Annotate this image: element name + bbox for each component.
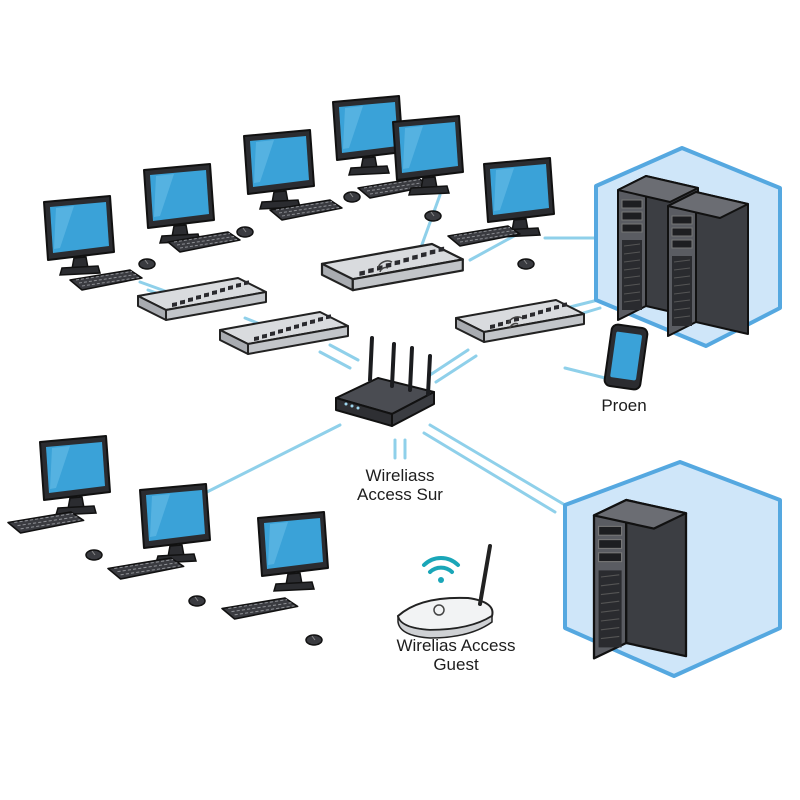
workstation-2 bbox=[143, 163, 254, 253]
mouse-icon bbox=[517, 258, 535, 270]
server-icon bbox=[592, 498, 688, 660]
switch-icon bbox=[455, 299, 585, 343]
keyboard-icon bbox=[221, 597, 299, 620]
keyboard-icon bbox=[7, 511, 85, 534]
monitor-icon bbox=[39, 435, 111, 516]
center-access-point-label: Wireliass Access Sur bbox=[357, 466, 443, 504]
monitor-icon bbox=[43, 195, 115, 276]
wifi-signal-icon bbox=[422, 555, 460, 583]
monitor-icon bbox=[257, 511, 329, 592]
server-cluster-bottom bbox=[563, 460, 782, 678]
mouse-icon bbox=[424, 210, 442, 222]
keyboard-icon bbox=[447, 225, 521, 247]
workstation-1 bbox=[43, 195, 156, 291]
wireless-ap-icon bbox=[396, 544, 494, 639]
workstation-8 bbox=[107, 483, 211, 607]
workstation-9 bbox=[221, 511, 329, 646]
switch-icon bbox=[219, 311, 349, 355]
workstation-6 bbox=[447, 157, 555, 270]
phone-label: Proen bbox=[601, 396, 647, 415]
keyboard-icon bbox=[107, 557, 185, 580]
mouse-icon bbox=[305, 634, 323, 646]
monitor-icon bbox=[143, 163, 215, 244]
switch-icon bbox=[137, 277, 267, 321]
guest-access-point-label: Wirelias Access Guest bbox=[396, 636, 516, 674]
mouse-icon bbox=[343, 191, 361, 203]
workstation-5 bbox=[392, 115, 464, 222]
mouse-icon bbox=[188, 595, 206, 607]
switch-icon bbox=[320, 242, 464, 292]
mouse-icon bbox=[138, 258, 156, 270]
server-icon bbox=[667, 191, 749, 337]
smartphone-icon bbox=[603, 323, 649, 391]
monitor-icon bbox=[139, 483, 211, 564]
mouse-icon bbox=[85, 549, 103, 561]
mouse-icon bbox=[236, 226, 254, 238]
monitor-icon bbox=[243, 129, 315, 210]
monitor-icon bbox=[332, 95, 404, 176]
server-cluster-top bbox=[594, 146, 782, 348]
monitor-icon bbox=[483, 157, 555, 238]
router-icon bbox=[335, 336, 435, 427]
workstation-7 bbox=[7, 435, 111, 561]
wifi-signal-icon bbox=[377, 260, 523, 329]
